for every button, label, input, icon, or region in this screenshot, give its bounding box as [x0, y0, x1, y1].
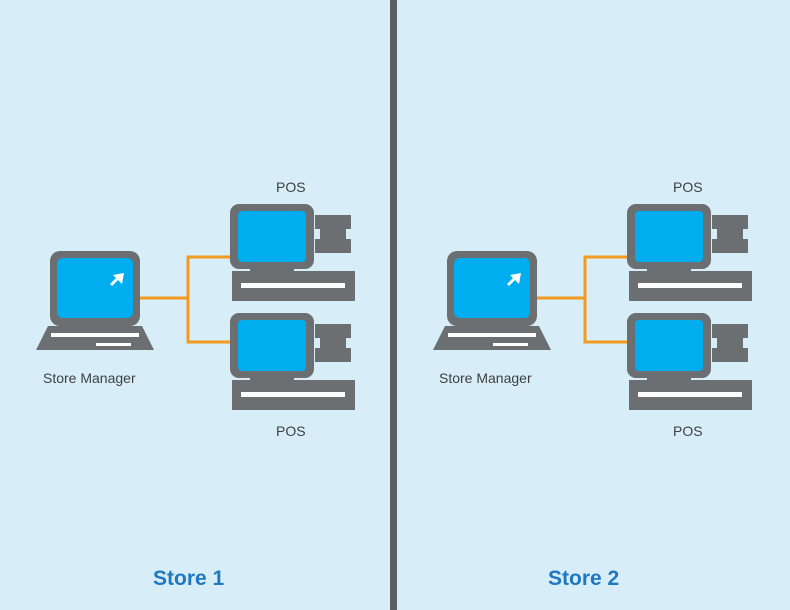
- connector-to-pos-bottom: [186, 298, 234, 344]
- store-2-diagram: [433, 204, 752, 410]
- pos-terminal-icon: [230, 204, 355, 301]
- pos-bottom-label: POS: [276, 423, 306, 439]
- store-panel-2: POS Store Manager POS Store 2: [397, 0, 790, 610]
- connector-to-pos-top: [537, 255, 631, 300]
- divider: [390, 0, 397, 610]
- store-panel-1: POS Store Manager POS Store 1: [0, 0, 390, 610]
- cursor-arrow-icon: [507, 273, 521, 286]
- store-title: Store 2: [548, 567, 620, 590]
- pos-top-label: POS: [276, 179, 306, 195]
- laptop-icon: [36, 251, 154, 350]
- pos-terminal-icon: [230, 313, 355, 410]
- connector-lines: [537, 255, 631, 344]
- pos-bottom-label: POS: [673, 423, 703, 439]
- connector-to-pos-bottom: [583, 298, 631, 344]
- store-manager-label: Store Manager: [43, 370, 136, 386]
- pos-terminal-icon: [627, 204, 752, 301]
- store-1-diagram: [36, 204, 355, 410]
- pos-terminal-icon: [627, 313, 752, 410]
- pos-top-label: POS: [673, 179, 703, 195]
- store-title: Store 1: [153, 567, 225, 590]
- connector-to-pos-top: [140, 255, 234, 300]
- cursor-arrow-icon: [110, 273, 124, 286]
- laptop-icon: [433, 251, 551, 350]
- store-manager-label: Store Manager: [439, 370, 532, 386]
- connector-lines: [140, 255, 234, 344]
